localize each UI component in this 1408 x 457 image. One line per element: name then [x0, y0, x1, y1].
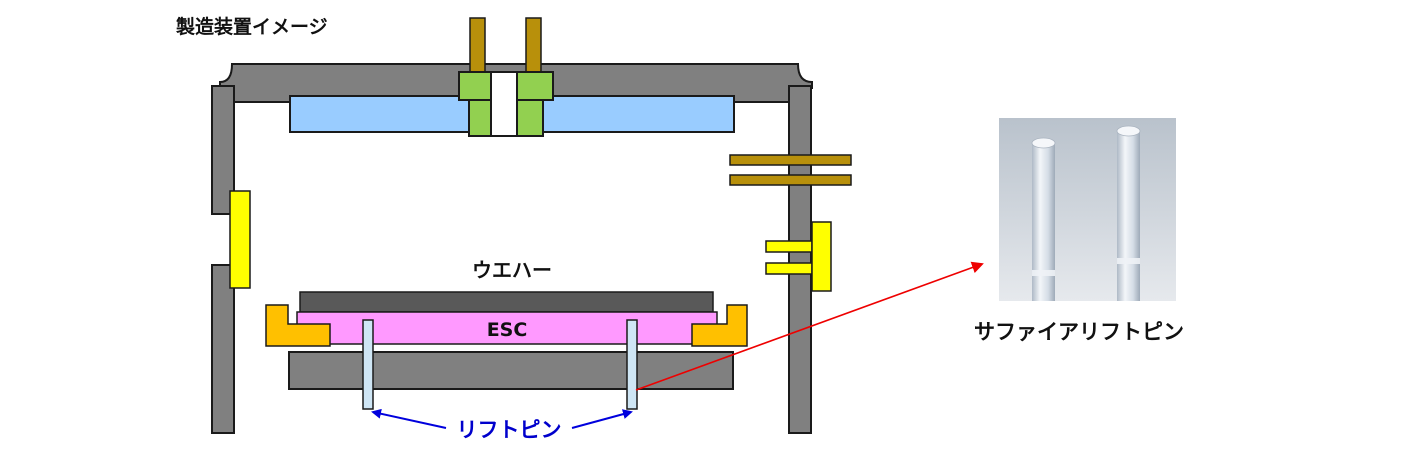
lift-pin-label: リフトピン	[457, 418, 562, 442]
gas-nozzle	[458, 71, 554, 137]
photo-pointer-arrow	[635, 261, 984, 391]
lower-electrode	[288, 351, 734, 390]
lift-pin-right	[626, 319, 638, 410]
lift-pin-left	[362, 319, 374, 410]
clamp-right	[691, 304, 748, 347]
left-viewport	[229, 190, 251, 289]
exhaust-port-lower	[729, 174, 852, 186]
nozzle-core	[490, 71, 518, 137]
sapphire-lift-pin-photo	[999, 118, 1176, 301]
diagram-title: 製造装置イメージ	[176, 16, 328, 38]
esc-label: ESC	[487, 319, 528, 341]
chamber-left-wall-lower	[211, 264, 235, 434]
wafer-label: ウエハー	[472, 258, 552, 282]
wafer	[299, 291, 714, 313]
lift-pin-arrow-left	[371, 408, 447, 429]
gas-pipe-right	[525, 17, 542, 75]
chamber-right-wall	[788, 85, 812, 434]
exhaust-port-upper	[729, 154, 852, 166]
gas-pipe-left	[469, 17, 486, 75]
clamp-left	[265, 304, 331, 347]
photo-caption: サファイアリフトピン	[974, 320, 1184, 344]
right-viewport	[765, 221, 832, 292]
lift-pin-arrow-right	[571, 409, 633, 429]
chamber-left-wall-upper	[211, 85, 235, 215]
